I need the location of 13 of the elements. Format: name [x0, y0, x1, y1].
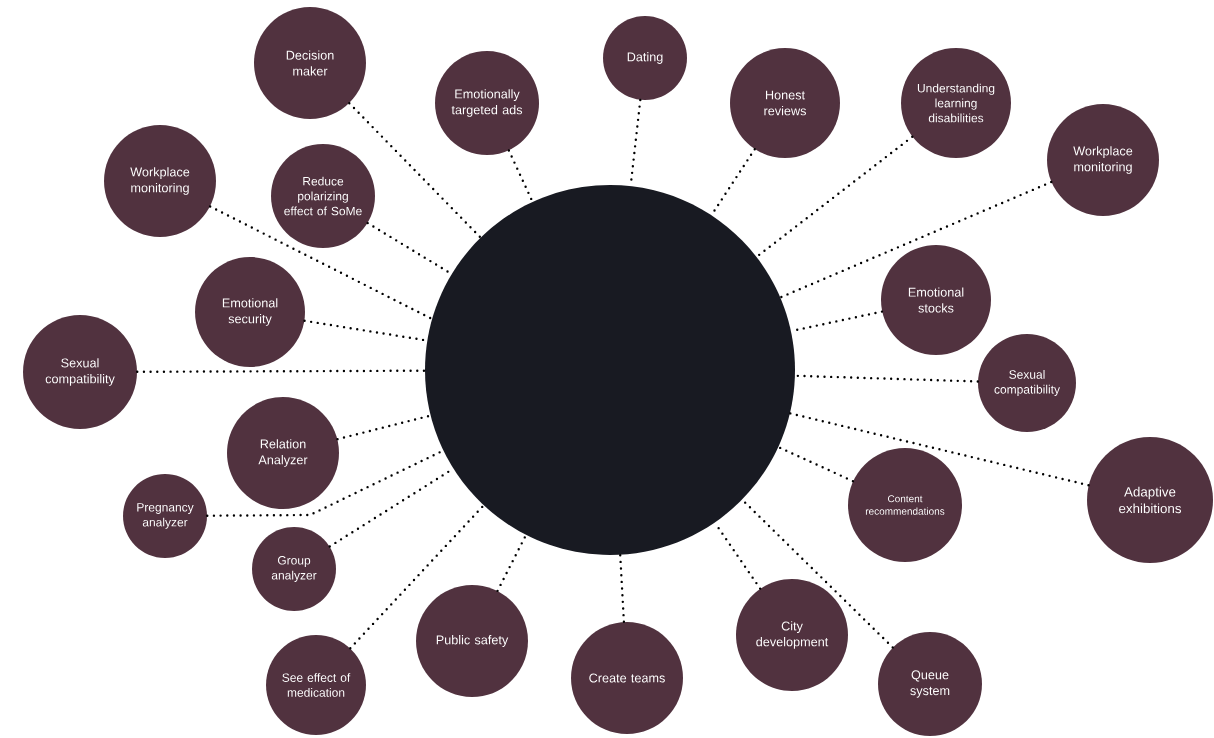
dotted-connector	[788, 412, 1090, 487]
dotted-connector	[779, 180, 1053, 299]
dotted-connector	[755, 135, 914, 258]
dotted-connector	[496, 533, 528, 593]
hub-circle	[425, 185, 795, 555]
dotted-connector	[209, 205, 434, 321]
dotted-connector	[349, 504, 485, 650]
dotted-connector	[619, 553, 626, 624]
dotted-connector	[136, 369, 426, 373]
dotted-connector	[348, 102, 482, 239]
dotted-connector	[777, 445, 855, 483]
dotted-connector	[507, 149, 534, 203]
dotted-connector	[336, 414, 432, 441]
